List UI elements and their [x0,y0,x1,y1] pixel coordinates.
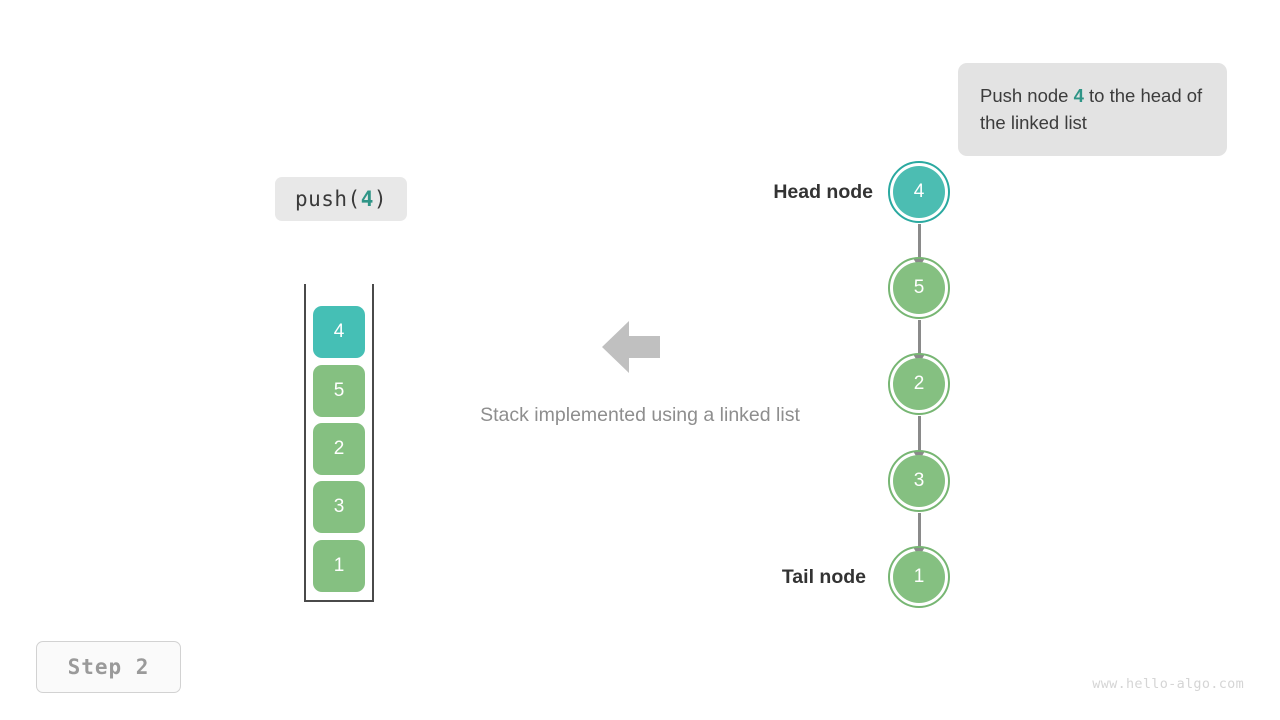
node-value: 3 [913,470,925,491]
linked-list-node: 5 [893,262,945,314]
tail-node-label: Tail node [781,566,866,588]
linked-list-node: 4 [893,166,945,218]
node-ring [888,450,950,512]
callout-highlight-value: 4 [1073,85,1084,106]
stack-tile-value: 1 [333,555,345,576]
node-connector [917,513,921,557]
linked-list-node: 2 [893,358,945,410]
node-connector [917,320,921,364]
stack-tile: 1 [313,540,365,592]
step-badge: Step 2 [36,641,181,693]
push-prefix: push( [294,187,361,211]
push-operation-label: push(4) [275,177,407,221]
push-argument-value: 4 [360,187,374,211]
node-connector [917,416,921,461]
node-ring [888,353,950,415]
push-suffix: ) [373,187,388,211]
linked-list-node: 3 [893,455,945,507]
watermark: www.hello-algo.com [1092,676,1244,692]
callout-text-after: to the head of the linked list [980,85,1203,133]
stack-tile: 3 [313,481,365,533]
stack-tile-value: 2 [333,438,345,459]
callout-box: Push node 4 to the head of the linked li… [958,63,1227,156]
node-ring [888,546,950,608]
stack-tile-value: 4 [333,321,345,342]
node-ring [888,161,950,223]
stack-tile-value: 3 [333,496,345,517]
node-value: 5 [913,277,925,298]
linked-list-node: 1 [893,551,945,603]
node-value: 2 [913,373,925,394]
stack-tile: 2 [313,423,365,475]
stack-tile: 5 [313,365,365,417]
node-value: 1 [913,566,925,587]
diagram-caption: Stack implemented using a linked list [480,404,800,426]
callout-text-before: Push node [980,85,1074,106]
stack-tile-value: 5 [333,380,345,401]
node-connector [917,224,921,268]
node-ring [888,257,950,319]
stack-container [304,284,374,602]
node-value: 4 [913,181,925,202]
stack-tile: 4 [313,306,365,358]
head-node-label: Head node [773,181,873,203]
left-arrow-icon [602,321,660,373]
